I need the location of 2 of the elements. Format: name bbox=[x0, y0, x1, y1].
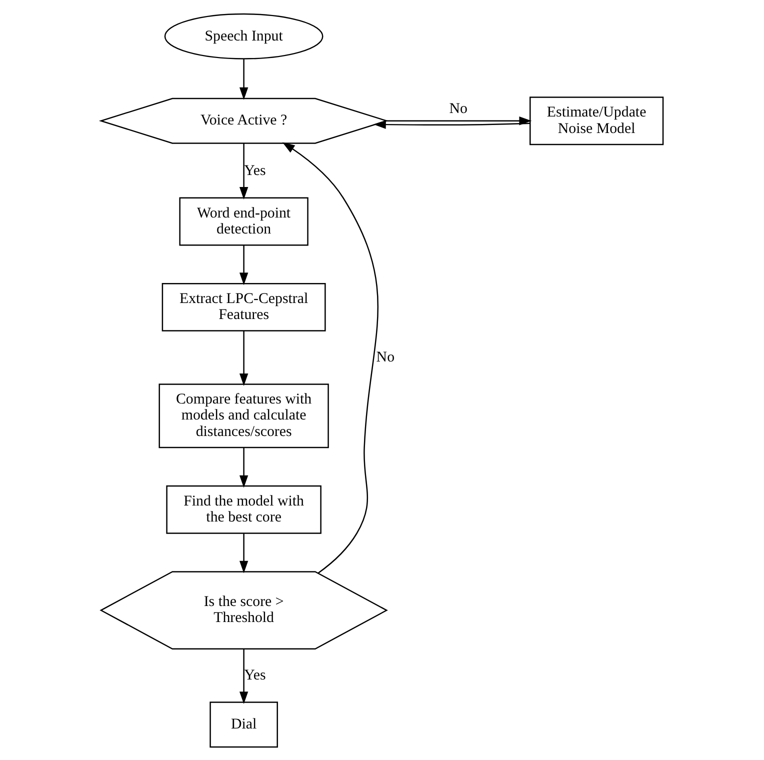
edge-label: No bbox=[449, 100, 468, 116]
edge-label: No bbox=[376, 348, 395, 365]
